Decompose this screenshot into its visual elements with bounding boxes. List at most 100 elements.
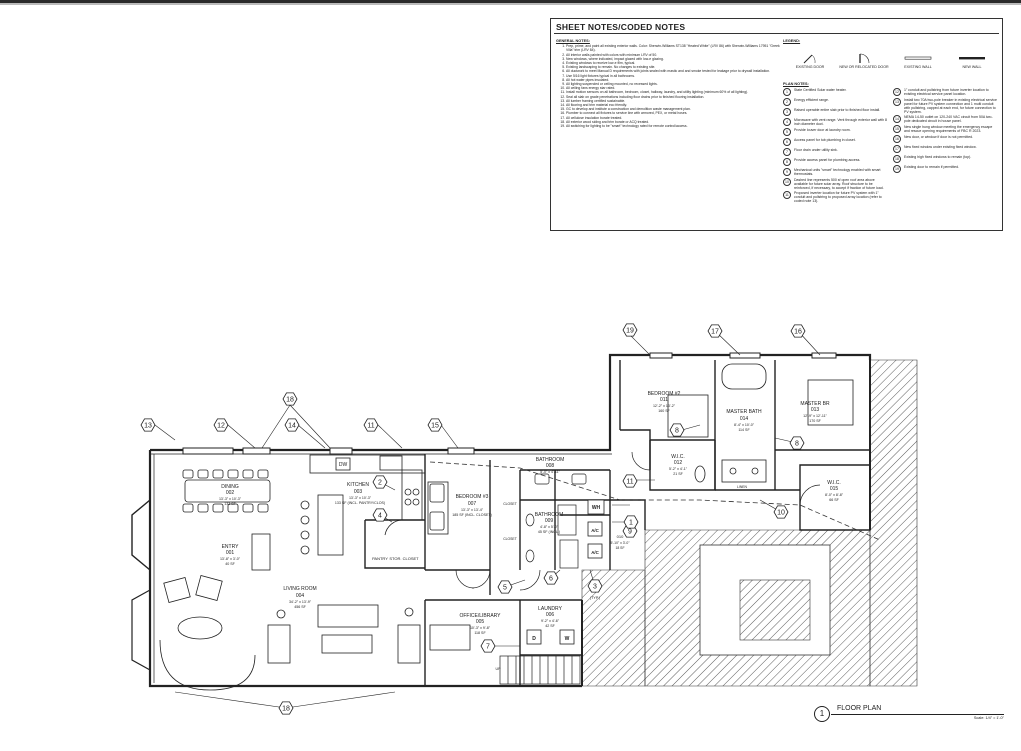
sofa bbox=[317, 604, 379, 628]
west-south-wall bbox=[148, 450, 582, 688]
living-furniture bbox=[159, 575, 421, 691]
mechanical-units bbox=[587, 499, 605, 559]
living-name: LIVING ROOM bbox=[283, 586, 316, 592]
legend-new-wall-label: NEW WALL bbox=[962, 65, 982, 69]
entry-dims: 13'-8" x 3'-0" bbox=[220, 557, 241, 561]
plan-note-text: Dashed line represents 500 sf open roof … bbox=[794, 178, 884, 191]
legend-existing-door: EXISTING DOOR bbox=[783, 52, 837, 69]
kitchen-area: 133 SF (INCL. PANTRY/CLOS) bbox=[335, 501, 385, 505]
plan-note-text: Energy efficient range. bbox=[794, 98, 829, 102]
plan-note-text: Existing door to remain if permitted. bbox=[904, 165, 960, 170]
hatched-areas bbox=[581, 359, 918, 687]
callout-c14: 14 bbox=[284, 418, 300, 432]
dining-area: 133 SF bbox=[224, 502, 236, 506]
dining-table bbox=[182, 469, 271, 513]
plan-note-text: Provide access panel for plumbing access… bbox=[794, 158, 861, 162]
legend-new-door: NEW OR RELOCATED DOOR bbox=[837, 52, 891, 69]
bathroom-dims: 4'-8" x 5'-0" bbox=[540, 525, 559, 529]
callout-number: 10 bbox=[777, 510, 785, 517]
mech-num: 010 bbox=[617, 534, 624, 539]
plan-note-number: 15 bbox=[893, 125, 901, 134]
master-vanity bbox=[721, 459, 767, 483]
plan-note-number: 11 bbox=[783, 191, 791, 200]
callout-hexagon bbox=[707, 324, 723, 338]
plan-note-text: Floor drain under utility sink. bbox=[794, 148, 838, 152]
bedroom3-num: 007 bbox=[468, 501, 477, 507]
bedroom2-num: 011 bbox=[660, 397, 668, 403]
solar-roof-dashed-line bbox=[429, 461, 881, 541]
callout-c19: 19 bbox=[622, 323, 638, 337]
title-underline bbox=[831, 714, 1004, 715]
dryer bbox=[526, 629, 542, 645]
coffee-table bbox=[321, 634, 373, 654]
sheet-top-border bbox=[0, 0, 1021, 3]
new-wall-icon bbox=[959, 57, 985, 60]
kitchen-num: 003 bbox=[354, 489, 363, 495]
general-note-item: Install motion sensors on all bathroom, … bbox=[566, 90, 781, 94]
wic-right-area: 66 SF bbox=[829, 498, 839, 502]
callout-hexagon bbox=[480, 639, 496, 653]
plan-note-number: 4 bbox=[783, 118, 791, 126]
master-br-name: MASTER BR bbox=[800, 401, 830, 407]
plan-note-text: 1" conduit and pullstring from future in… bbox=[904, 88, 989, 97]
plan-note-text: New single hung window meeting the emerg… bbox=[904, 125, 993, 134]
callout-number: 11 bbox=[367, 423, 374, 430]
callout-hexagon bbox=[622, 474, 638, 488]
general-note-item: Existing windows to receive low-e film, … bbox=[566, 61, 781, 65]
callout-c13: 13 bbox=[140, 418, 156, 432]
living-dims: 34'-2" x 13'-9" bbox=[289, 600, 312, 604]
armchair-3 bbox=[267, 624, 291, 664]
plan-note-number: 7 bbox=[783, 148, 791, 156]
callout-hexagon bbox=[372, 508, 388, 522]
sheet-notes-divider bbox=[554, 33, 999, 34]
stair-up-label: UP bbox=[496, 667, 502, 671]
wic-left-num: 012 bbox=[674, 460, 683, 466]
plan-note-number: 17 bbox=[893, 145, 901, 154]
master-br-num: 013 bbox=[811, 407, 820, 413]
callout-hexagon bbox=[278, 701, 294, 715]
mech-area: 18 SF bbox=[615, 546, 624, 550]
dw-label: DW bbox=[339, 462, 348, 468]
callout-c10: 10 bbox=[773, 505, 789, 519]
master-bath-dims: 8'-4" x 10'-0" bbox=[734, 423, 755, 427]
laundry-area: 42 SF bbox=[545, 624, 555, 628]
callout-c7: 7 bbox=[480, 639, 496, 653]
callout-c5: 5 bbox=[497, 580, 513, 594]
pantry-label: PANTRY bbox=[372, 556, 388, 561]
callout-hexagon bbox=[790, 324, 806, 338]
callout-hexagon bbox=[623, 515, 639, 529]
callout-hexagon bbox=[363, 418, 379, 432]
living-area: 456 SF bbox=[294, 605, 306, 609]
master-tub bbox=[721, 363, 767, 390]
plan-note-number: 18 bbox=[893, 155, 901, 164]
drawing-number-badge: 1 bbox=[814, 706, 830, 722]
existing-door-icon bbox=[803, 54, 816, 64]
callout-number: 16 bbox=[794, 329, 802, 336]
master-br-window bbox=[811, 352, 837, 359]
callout-hexagon bbox=[140, 418, 156, 432]
office-dims: 10'-3" x 9'-8" bbox=[470, 626, 491, 630]
general-notes: GENERAL NOTES: Prep, prime, and paint al… bbox=[556, 39, 781, 128]
callout-c1: 1 bbox=[623, 515, 639, 529]
callout-c12: 12 bbox=[213, 418, 229, 432]
laundry-appliances bbox=[526, 629, 575, 645]
plan-note-text: Proposed inverter location for future PV… bbox=[794, 191, 882, 204]
dishwasher bbox=[335, 457, 351, 471]
living-num: 004 bbox=[296, 593, 305, 599]
callout-number: 4 bbox=[378, 513, 382, 520]
office-desk bbox=[429, 624, 471, 651]
bedroom2-window bbox=[649, 352, 673, 359]
bedroom3-dims: 13'-3" x 13'-4" bbox=[461, 508, 484, 512]
wic-left-area: 21 SF bbox=[673, 472, 683, 476]
callout-hexagon bbox=[622, 323, 638, 337]
callout-hexagon bbox=[543, 571, 559, 585]
